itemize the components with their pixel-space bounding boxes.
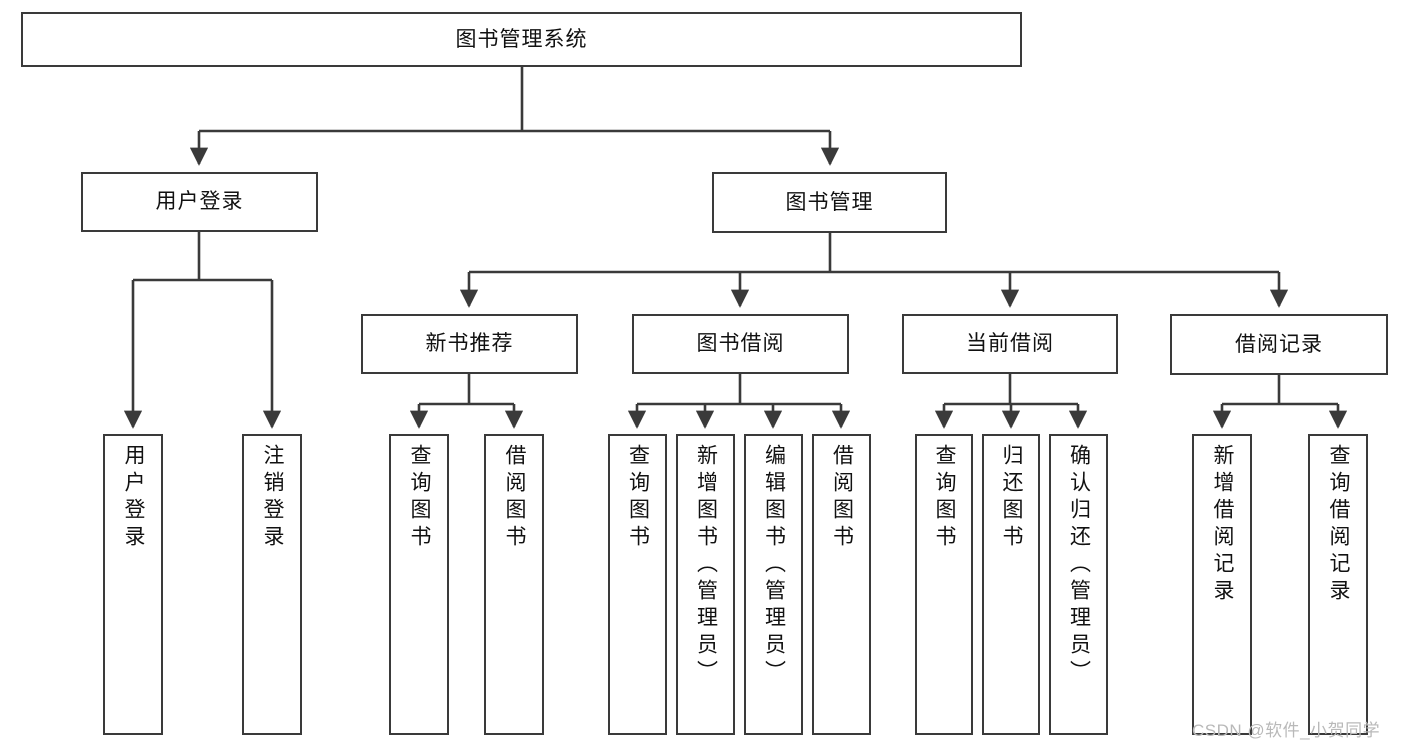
leaf-label: 查询图书 <box>408 444 432 552</box>
leaf-label: 编辑图书（管理员） <box>762 444 786 687</box>
leaf-current-return-books[interactable]: 归还图书 <box>982 434 1040 735</box>
leaf-borrow-add-book-admin[interactable]: 新增图书（管理员） <box>676 434 735 735</box>
leaf-label: 查询图书 <box>626 444 650 552</box>
node-new-book-recommendation[interactable]: 新书推荐 <box>361 314 578 374</box>
leaf-borrow-query-books[interactable]: 查询图书 <box>608 434 667 735</box>
leaf-new-book-borrow-books[interactable]: 借阅图书 <box>484 434 544 735</box>
leaf-label: 借阅图书 <box>503 444 527 552</box>
node-label: 当前借阅 <box>966 332 1054 356</box>
leaf-new-book-query-books[interactable]: 查询图书 <box>389 434 449 735</box>
leaf-label: 查询图书 <box>933 444 957 552</box>
node-label: 新书推荐 <box>425 332 514 356</box>
node-label: 图书借阅 <box>696 332 785 356</box>
node-current-borrowing[interactable]: 当前借阅 <box>902 314 1118 374</box>
leaf-user-login-sign-out[interactable]: 注销登录 <box>242 434 302 735</box>
node-label: 用户登录 <box>155 190 244 214</box>
leaf-label: 确认归还（管理员） <box>1067 444 1091 687</box>
leaf-label: 注销登录 <box>261 444 285 552</box>
leaf-label: 用户登录 <box>122 444 146 552</box>
node-label: 图书管理 <box>785 190 874 214</box>
node-book-borrowing[interactable]: 图书借阅 <box>632 314 849 374</box>
leaf-label: 借阅图书 <box>830 444 854 552</box>
leaf-borrow-edit-book-admin[interactable]: 编辑图书（管理员） <box>744 434 803 735</box>
leaf-record-query-borrow-record[interactable]: 查询借阅记录 <box>1308 434 1368 735</box>
node-root-book-management-system[interactable]: 图书管理系统 <box>21 12 1022 67</box>
leaf-current-query-books[interactable]: 查询图书 <box>915 434 973 735</box>
leaf-current-confirm-return-admin[interactable]: 确认归还（管理员） <box>1049 434 1108 735</box>
node-label: 图书管理系统 <box>455 27 588 51</box>
leaf-record-add-borrow-record[interactable]: 新增借阅记录 <box>1192 434 1252 735</box>
node-label: 借阅记录 <box>1235 332 1323 356</box>
leaf-label: 归还图书 <box>1000 444 1024 552</box>
node-user-login[interactable]: 用户登录 <box>81 172 318 232</box>
leaf-label: 新增图书（管理员） <box>694 444 718 687</box>
node-borrowing-records[interactable]: 借阅记录 <box>1170 314 1388 375</box>
leaf-label: 新增借阅记录 <box>1211 444 1235 606</box>
leaf-user-login-sign-in[interactable]: 用户登录 <box>103 434 163 735</box>
node-book-management[interactable]: 图书管理 <box>712 172 947 233</box>
leaf-label: 查询借阅记录 <box>1327 444 1351 606</box>
leaf-borrow-borrow-books[interactable]: 借阅图书 <box>812 434 871 735</box>
